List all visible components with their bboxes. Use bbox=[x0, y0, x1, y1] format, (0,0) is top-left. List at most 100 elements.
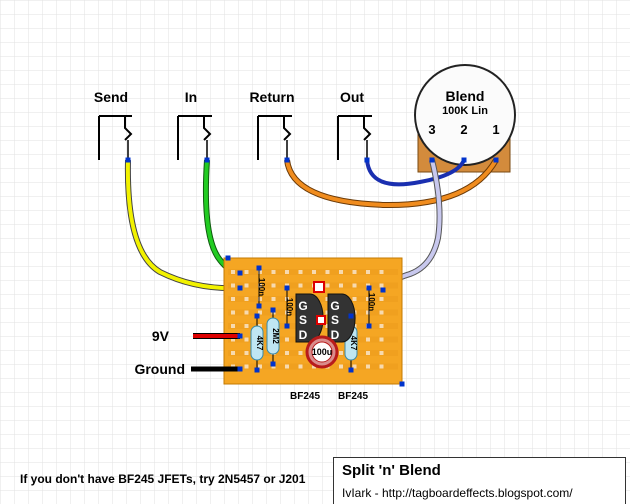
board-hole bbox=[366, 337, 370, 342]
solder-pad bbox=[125, 157, 131, 163]
board-hole bbox=[231, 337, 235, 342]
board-hole bbox=[366, 270, 370, 274]
power-9v-label: 9V bbox=[152, 328, 170, 344]
board-hole bbox=[352, 283, 357, 288]
board-hole bbox=[285, 270, 289, 274]
blend-pot: Blend 100K Lin 3 2 1 bbox=[414, 64, 516, 173]
resistor-4k7-a-label: 4K7 bbox=[255, 336, 264, 351]
solder-pad bbox=[366, 323, 372, 329]
board-hole bbox=[285, 351, 289, 355]
solder-pad bbox=[254, 367, 260, 373]
pad-red-mid bbox=[316, 315, 326, 325]
pot-name: Blend bbox=[446, 88, 485, 104]
solder-pad bbox=[237, 366, 243, 372]
pot-pin-2: 2 bbox=[460, 122, 467, 137]
board-hole bbox=[258, 270, 262, 274]
jfet-left-pin-d: D bbox=[299, 328, 308, 342]
solder-pad bbox=[270, 361, 276, 367]
board-hole bbox=[379, 310, 384, 315]
board-hole bbox=[366, 351, 370, 355]
jfet-right-pin-g: G bbox=[330, 299, 339, 313]
jfet-right-pin-s: S bbox=[331, 313, 339, 327]
board-hole bbox=[244, 310, 249, 315]
solder-pad bbox=[493, 157, 499, 163]
power-ground-label: Ground bbox=[134, 361, 185, 377]
wire-return-to-pot-1 bbox=[285, 159, 498, 208]
solder-pad bbox=[256, 265, 262, 271]
board-hole bbox=[258, 324, 262, 328]
board-hole bbox=[352, 270, 357, 274]
wire-out-to-pot-2 bbox=[365, 159, 466, 187]
solder-pad bbox=[204, 157, 210, 163]
board-hole bbox=[244, 324, 249, 328]
jfet-left-label: BF245 bbox=[290, 391, 320, 402]
cap-100n-a-label: 100n bbox=[257, 278, 266, 296]
board-hole bbox=[298, 270, 303, 274]
solder-pad bbox=[366, 285, 372, 291]
board-strip bbox=[228, 363, 398, 370]
pot-body bbox=[414, 64, 516, 166]
board-hole bbox=[379, 270, 384, 274]
board-hole bbox=[379, 364, 384, 369]
electrolytic-cap: 100u bbox=[305, 335, 339, 369]
board-hole bbox=[379, 283, 384, 288]
jfet-right-pin-d: D bbox=[331, 328, 340, 342]
solder-pad bbox=[348, 367, 354, 373]
board-hole bbox=[339, 283, 343, 288]
board-hole bbox=[244, 337, 249, 342]
board-hole bbox=[379, 324, 384, 328]
board-hole bbox=[258, 283, 262, 288]
jfet-right: G S D bbox=[327, 293, 356, 343]
board-hole bbox=[231, 310, 235, 315]
solder-pad bbox=[237, 333, 243, 339]
board-strip bbox=[228, 269, 398, 275]
pad-red-top bbox=[313, 281, 325, 293]
jack-return-label: Return bbox=[249, 89, 294, 105]
board-hole bbox=[312, 364, 316, 369]
board-hole bbox=[298, 364, 303, 369]
credit-line: IvIark - http://tagboardeffects.blogspot… bbox=[342, 486, 573, 500]
board-hole bbox=[271, 283, 276, 288]
wire-endpoints bbox=[125, 157, 499, 387]
board-hole bbox=[258, 310, 262, 315]
solder-pad bbox=[399, 381, 405, 387]
jfet-left-pin-s: S bbox=[299, 313, 307, 327]
board-hole bbox=[298, 283, 303, 288]
pot-pin-3: 3 bbox=[428, 122, 435, 137]
board-hole bbox=[325, 270, 330, 274]
jack-out: Out bbox=[337, 89, 372, 160]
board-hole bbox=[339, 364, 343, 369]
board-hole bbox=[352, 364, 357, 369]
solder-pad bbox=[429, 157, 435, 163]
solder-pad bbox=[270, 307, 276, 313]
jack-send-label: Send bbox=[94, 89, 128, 105]
resistor-2m2: 2M2 bbox=[266, 310, 280, 364]
cap-100n-c-label: 100n bbox=[367, 293, 376, 311]
board-hole bbox=[366, 297, 370, 301]
jack-out-label: Out bbox=[340, 89, 364, 105]
solder-pad bbox=[237, 270, 243, 276]
board-hole bbox=[366, 364, 370, 369]
board-hole bbox=[379, 351, 384, 355]
resistor-4k7-a: 4K7 bbox=[250, 316, 264, 370]
resistor-2m2-label: 2M2 bbox=[271, 328, 280, 344]
board-hole bbox=[231, 283, 235, 288]
board-hole bbox=[379, 337, 384, 342]
solder-pad bbox=[254, 313, 260, 319]
board-hole bbox=[285, 364, 289, 369]
board-hole bbox=[231, 324, 235, 328]
footnote: If you don't have BF245 JFETs, try 2N545… bbox=[20, 472, 306, 486]
solder-pad bbox=[284, 157, 290, 163]
board-hole bbox=[285, 337, 289, 342]
board-hole bbox=[244, 270, 249, 274]
jack-return: Return bbox=[249, 89, 295, 160]
solder-pad bbox=[284, 285, 290, 291]
jfet-left-pin-g: G bbox=[298, 299, 307, 313]
diagram-title: Split 'n' Blend bbox=[342, 462, 441, 479]
board-hole bbox=[231, 270, 235, 274]
board-hole bbox=[339, 351, 343, 355]
jack-in-label: In bbox=[185, 89, 197, 105]
board-hole bbox=[298, 351, 303, 355]
